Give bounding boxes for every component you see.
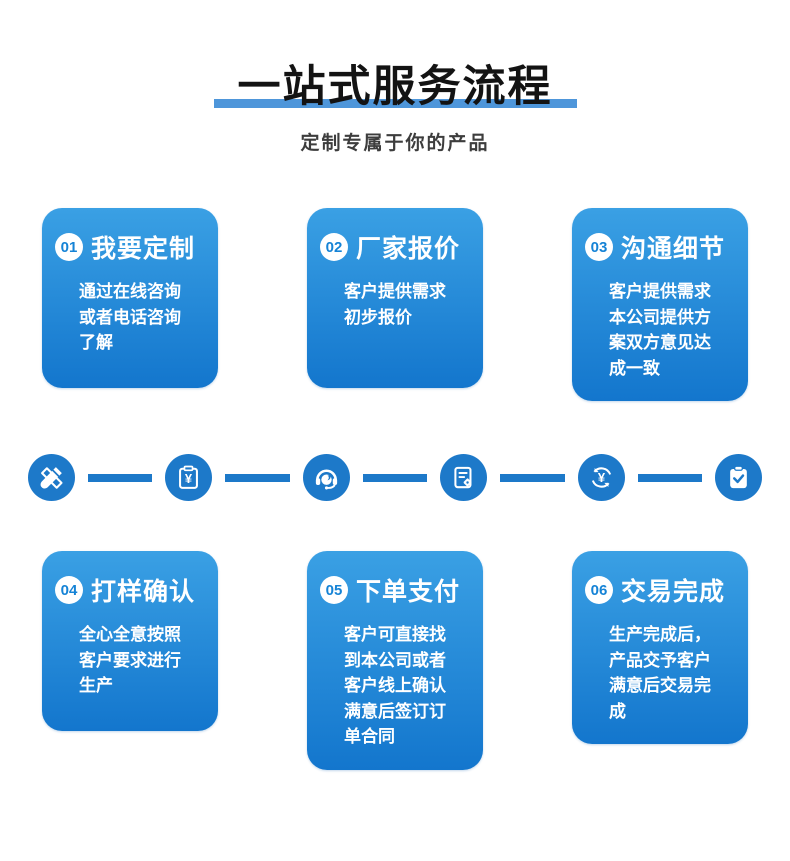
step-card-4: 04 打样确认 全心全意按照客户要求进行生产 — [42, 551, 218, 732]
step-card-header: 04 打样确认 — [42, 572, 218, 608]
timeline-connector — [225, 473, 290, 482]
page-title: 一站式服务流程 — [237, 63, 553, 111]
steps-row-top: 01 我要定制 通过在线咨询或者电话咨询了解 02 厂家报价 客户提供需求初步报… — [0, 208, 790, 402]
process-timeline: ¥ — [0, 454, 790, 502]
completed-clipboard-icon — [715, 454, 763, 502]
step-description: 客户可直接找到本公司或者客户线上确认满意后签订订单合同 — [344, 625, 446, 747]
step-title: 沟通细节 — [621, 235, 726, 264]
timeline-connector — [362, 473, 428, 482]
customer-service-icon — [302, 454, 350, 502]
step-description: 通过在线咨询或者电话咨询了解 — [79, 282, 181, 353]
step-card-6: 06 交易完成 生产完成后，产品交予客户满意后交易完成 — [572, 551, 748, 745]
step-description: 客户提供需求本公司提供方案双方意见达成一致 — [609, 282, 711, 378]
step-number-badge: 02 — [320, 233, 348, 262]
step-card-3: 03 沟通细节 客户提供需求本公司提供方案双方意见达成一致 — [572, 208, 748, 402]
step-title: 我要定制 — [91, 235, 196, 264]
timeline-connector — [637, 473, 703, 482]
step-title: 下单支付 — [356, 578, 461, 607]
step-card-header: 06 交易完成 — [572, 572, 748, 608]
step-number-badge: 03 — [585, 233, 613, 262]
order-document-icon — [440, 454, 488, 502]
steps-row-bottom: 04 打样确认 全心全意按照客户要求进行生产 05 下单支付 客户可直接找到本公… — [0, 551, 790, 770]
step-description: 生产完成后，产品交予客户满意后交易完成 — [609, 625, 711, 721]
step-number-badge: 05 — [320, 576, 348, 605]
step-card-header: 01 我要定制 — [42, 229, 218, 265]
timeline-connector — [500, 473, 565, 482]
step-number-badge: 06 — [585, 576, 613, 605]
payment-exchange-icon: ¥ — [577, 454, 625, 502]
title-underline-bar — [213, 99, 577, 109]
quote-clipboard-icon: ¥ — [165, 454, 213, 502]
svg-text:¥: ¥ — [185, 471, 193, 486]
timeline-connector — [88, 473, 153, 482]
step-number-badge: 01 — [55, 233, 83, 262]
crossed-pens-icon — [28, 454, 75, 502]
step-title: 交易完成 — [621, 578, 726, 607]
step-description: 客户提供需求初步报价 — [344, 282, 446, 327]
step-card-2: 02 厂家报价 客户提供需求初步报价 — [307, 208, 483, 389]
step-card-header: 05 下单支付 — [307, 572, 483, 608]
step-card-header: 03 沟通细节 — [572, 229, 748, 265]
page-subtitle: 定制专属于你的产品 — [300, 133, 490, 155]
step-description: 全心全意按照客户要求进行生产 — [79, 625, 181, 696]
title-block: 一站式服务流程 — [213, 63, 577, 111]
step-number-badge: 04 — [55, 576, 83, 605]
step-title: 厂家报价 — [356, 235, 461, 264]
step-card-1: 01 我要定制 通过在线咨询或者电话咨询了解 — [42, 208, 218, 389]
svg-text:¥: ¥ — [598, 471, 606, 486]
step-card-header: 02 厂家报价 — [307, 229, 483, 265]
page-header: 一站式服务流程 定制专属于你的产品 — [0, 0, 790, 155]
step-card-5: 05 下单支付 客户可直接找到本公司或者客户线上确认满意后签订订单合同 — [307, 551, 483, 770]
step-title: 打样确认 — [91, 578, 196, 607]
